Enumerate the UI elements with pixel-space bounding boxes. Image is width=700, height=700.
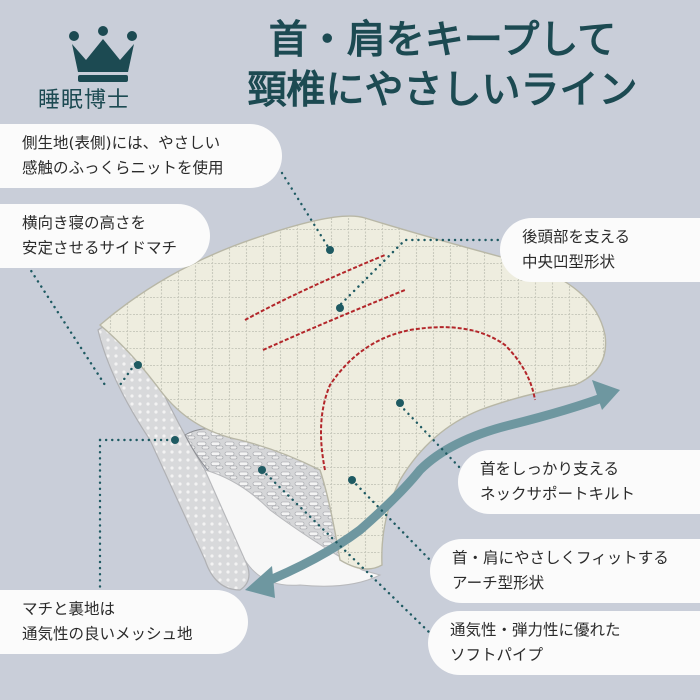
callout-center-hollow-line1: 後頭部を支える	[522, 228, 631, 246]
callout-neck-quilt: 首をしっかり支える ネックサポートキルト	[458, 450, 700, 514]
callout-side-fabric-line1: 側生地(表側)には、やさしい	[22, 134, 221, 152]
leader-lines	[26, 171, 512, 637]
callout-mesh-line2: 通気性の良いメッシュ地	[22, 625, 193, 643]
crown-icon	[69, 26, 137, 82]
callout-center-hollow-line2: 中央凹型形状	[522, 253, 616, 271]
callout-mesh: マチと裏地は 通気性の良いメッシュ地	[0, 590, 248, 654]
pillow-bottom-panel	[204, 469, 382, 587]
callout-side-fabric: 側生地(表側)には、やさしい 感触のふっくらニットを使用	[0, 124, 282, 188]
callout-side-gusset-line1: 横向き寝の高さを	[22, 214, 147, 232]
callout-neck-quilt-line2: ネックサポートキルト	[480, 485, 636, 503]
headline: 首・肩をキープして 頸椎にやさしいライン	[195, 16, 690, 116]
headline-line-2: 頸椎にやさしいライン	[247, 68, 638, 113]
callout-side-gusset-line2: 安定させるサイドマチ	[22, 239, 178, 257]
arch-arrow	[256, 390, 612, 590]
leader-dots	[134, 246, 404, 484]
callout-pipe-line1: 通気性・弾力性に優れた	[450, 621, 621, 639]
brand-name: 睡眠博士	[38, 88, 131, 113]
headline-line-1: 首・肩をキープして	[268, 18, 617, 63]
callout-side-gusset: 横向き寝の高さを 安定させるサイドマチ	[0, 204, 210, 268]
neck-support-quilt-lines	[244, 254, 536, 471]
callout-center-hollow: 後頭部を支える 中央凹型形状	[500, 218, 700, 282]
callout-pipe: 通気性・弾力性に優れた ソフトパイプ	[428, 611, 700, 675]
pillow-top	[98, 215, 607, 570]
arch-arrow-head-right	[592, 380, 620, 410]
callout-side-fabric-line2: 感触のふっくらニットを使用	[22, 159, 224, 177]
callout-pipe-line2: ソフトパイプ	[450, 646, 544, 664]
callout-neck-quilt-line1: 首をしっかり支える	[480, 460, 620, 478]
callout-arch-shape-line1: 首・肩にやさしくフィットする	[452, 549, 669, 567]
callout-mesh-line1: マチと裏地は	[22, 600, 116, 618]
arch-arrow-head-left	[245, 566, 275, 598]
callout-arch-shape: 首・肩にやさしくフィットする アーチ型形状	[430, 539, 700, 603]
callout-arch-shape-line2: アーチ型形状	[452, 574, 545, 592]
